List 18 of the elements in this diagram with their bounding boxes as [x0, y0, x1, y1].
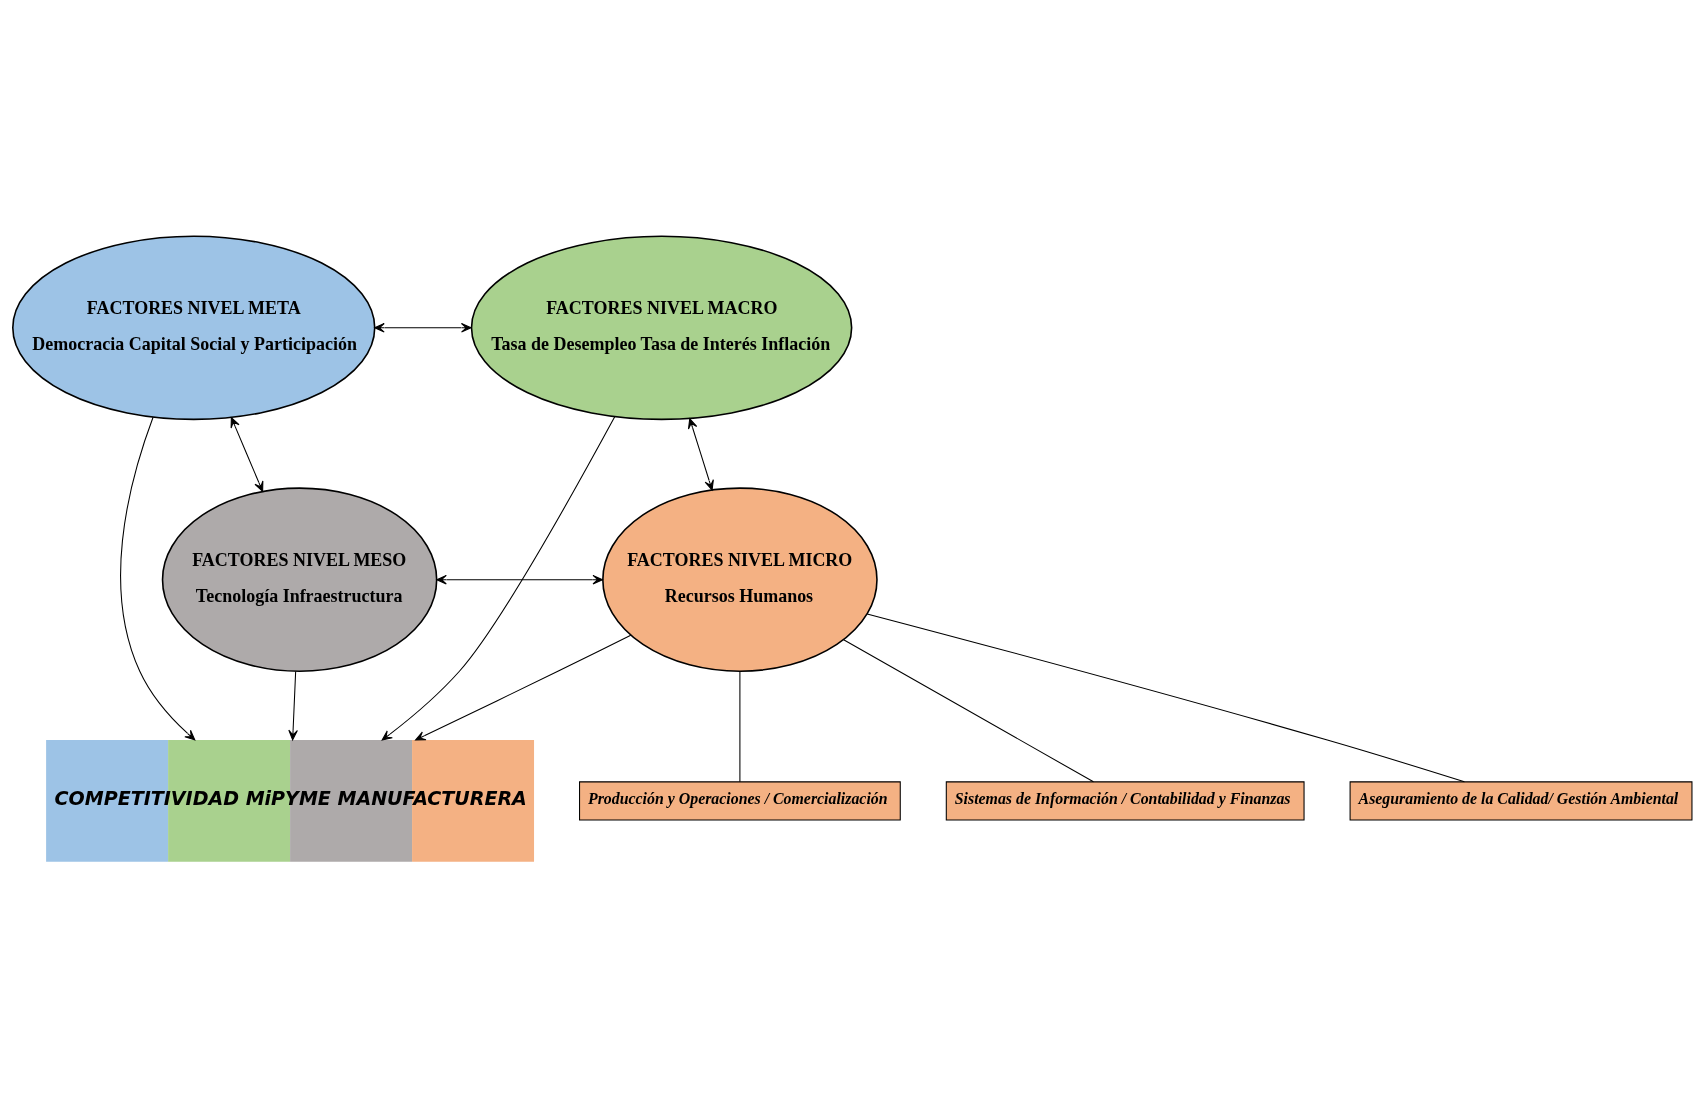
node-box: Producción y Operaciones / Comercialización [579, 781, 901, 821]
arrow [120, 416, 196, 741]
node-ellipse: FACTORES NIVEL MESO Tecnología Infraestructura [161, 487, 438, 673]
node-ellipse: FACTORES NIVEL MACRO Tasa de Desempleo Tasa de Interés Inflación [470, 235, 853, 421]
arrow [436, 574, 604, 585]
arrow [230, 417, 264, 492]
arrow [381, 416, 616, 741]
arrow [688, 418, 714, 491]
node-ellipse: FACTORES NIVEL MICRO Recursos Humanos [602, 487, 878, 673]
node-box: Aseguramiento de la Calidad/ Gestión Ambiental [1349, 781, 1693, 821]
arrow [374, 322, 472, 333]
connector [866, 613, 1465, 783]
arrow [415, 634, 632, 741]
node-ellipse: FACTORES NIVEL META Democracia Capital Social y Participación [12, 235, 376, 421]
connector [843, 639, 1094, 783]
arrow [288, 670, 298, 741]
node-box: Sistemas de Información / Contabilidad y Finanzas [945, 781, 1305, 821]
connector [739, 670, 741, 783]
